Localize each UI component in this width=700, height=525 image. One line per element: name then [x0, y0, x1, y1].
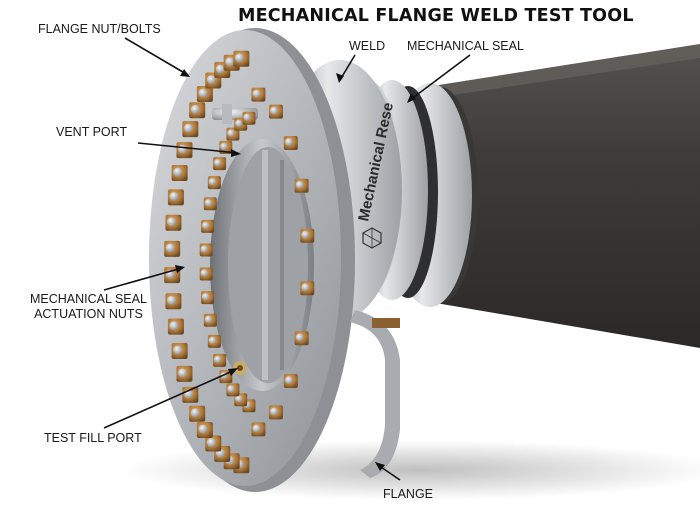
flange-bolt	[206, 438, 216, 447]
flange-bolt	[165, 243, 175, 253]
flange-bolt	[173, 167, 183, 177]
flange-bolt	[169, 191, 179, 201]
brand-logo-icon	[362, 227, 382, 249]
label-vent-port: VENT PORT	[56, 125, 128, 139]
callout-arrowheads	[175, 69, 416, 471]
label-seal-actuation-nuts-line2: ACTUATION NUTS	[34, 307, 143, 321]
flange-bolt	[178, 368, 187, 378]
flange-bolt	[234, 53, 244, 63]
seal-bolt	[235, 395, 243, 403]
seal-bolt	[200, 269, 208, 277]
leader-vent-port	[137, 142, 239, 154]
flange-bolt	[183, 123, 193, 133]
flange-right-bolt	[301, 230, 310, 239]
seal-bolt	[220, 142, 228, 150]
flange-bolt	[215, 64, 225, 74]
flange-right-bolt	[301, 283, 310, 292]
flange-bolt	[173, 345, 183, 355]
label-mechanical-seal: MECHANICAL SEAL	[407, 39, 524, 53]
flange-clamp	[350, 310, 400, 478]
seal-bolt	[227, 129, 235, 137]
flange-bolt	[178, 144, 187, 154]
flange-bolt	[198, 424, 208, 434]
flange-right-bolt	[295, 180, 304, 189]
seal-bolt	[213, 159, 222, 167]
leader-mechanical-seal	[409, 54, 471, 101]
seal-bolt	[201, 221, 210, 229]
flange-right-bolt	[284, 376, 293, 384]
flange-bolt	[167, 217, 176, 227]
leader-test-fill-port	[103, 369, 236, 429]
seal-bolt	[204, 315, 212, 323]
seal-bolt	[208, 336, 216, 344]
flange-bolt	[190, 408, 200, 418]
seal-bolt	[227, 385, 235, 393]
leader-seal-nuts	[103, 267, 183, 291]
seal-bolt	[200, 245, 208, 253]
label-flange-nut-bolts: FLANGE NUT/BOLTS	[38, 22, 161, 36]
flange-right-bolt	[284, 138, 293, 146]
flange-bolt	[190, 104, 200, 114]
flange-right-bolt	[252, 424, 261, 433]
flange-right-bolt	[252, 89, 261, 98]
label-weld: WELD	[349, 39, 386, 53]
label-test-fill-port: TEST FILL PORT	[44, 431, 142, 445]
leader-flange-nuts	[124, 37, 189, 76]
flange-right-bolt	[270, 407, 278, 416]
flange-bolt	[169, 321, 179, 331]
flange-bolt	[225, 57, 235, 67]
seal-bolt	[208, 178, 216, 186]
label-flange: FLANGE	[383, 487, 434, 501]
seal-bolt	[201, 293, 210, 301]
seal-bolt	[204, 199, 212, 207]
flange-bolt	[167, 295, 176, 305]
flange-right-bolt	[295, 333, 304, 342]
seal-bolt	[243, 113, 251, 121]
seal-bolt	[213, 355, 222, 363]
page-title: MECHANICAL FLANGE WELD TEST TOOL	[238, 6, 634, 26]
callout-leaders	[103, 37, 471, 481]
test-fill-port-fitting	[233, 361, 247, 375]
flange-bolt	[206, 75, 216, 84]
seal-bolt	[235, 119, 243, 127]
label-seal-actuation-nuts: MECHANICAL SEAL ACTUATION NUTS	[30, 292, 147, 322]
flange-bolt-ring	[164, 50, 315, 474]
label-seal-actuation-nuts-line1: MECHANICAL SEAL	[30, 292, 147, 306]
flange-bolt	[198, 88, 208, 98]
flange-right-bolt	[270, 106, 278, 115]
